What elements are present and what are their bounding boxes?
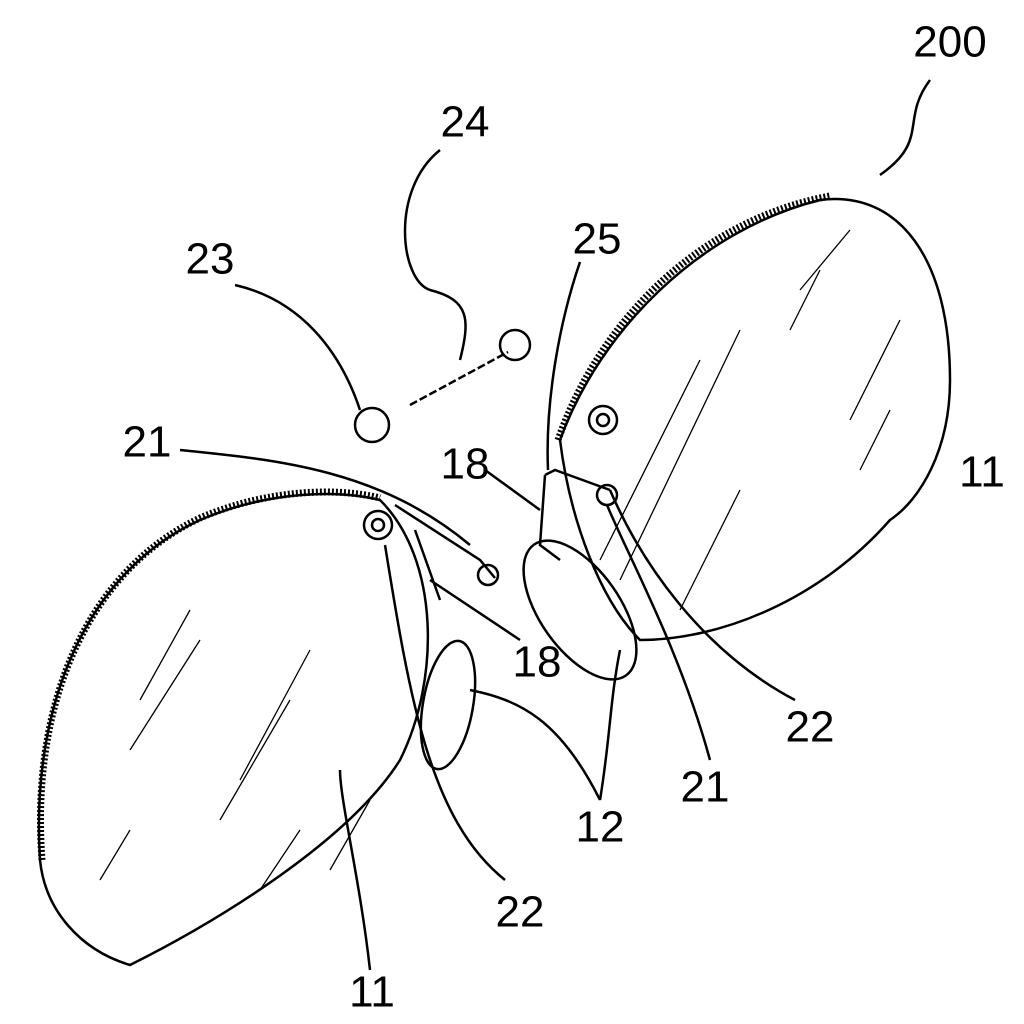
- label-24: 24: [441, 98, 490, 147]
- label-18-mid: 18: [513, 638, 562, 687]
- label-23: 23: [186, 235, 235, 284]
- label-21-right: 21: [681, 763, 730, 812]
- label-11-right: 11: [959, 448, 1005, 497]
- rod-and-ball: [353, 328, 532, 444]
- clip-left: [476, 563, 500, 587]
- label-21-left: 21: [123, 418, 172, 467]
- label-11-bottom: 11: [349, 968, 395, 1017]
- bridge-arm-right: [538, 468, 611, 561]
- label-18-left: 18: [441, 440, 490, 489]
- left-lens: [37, 488, 430, 967]
- bridge-arm-left: [394, 503, 496, 601]
- label-22-right: 22: [786, 703, 835, 752]
- label-22-bottom: 22: [496, 888, 545, 937]
- label-25: 25: [573, 215, 622, 264]
- label-200: 200: [913, 18, 986, 67]
- label-12: 12: [576, 803, 625, 852]
- nose-pad-left: [419, 639, 477, 771]
- nose-pad-right: [522, 539, 638, 681]
- leader-lines: [179, 79, 932, 971]
